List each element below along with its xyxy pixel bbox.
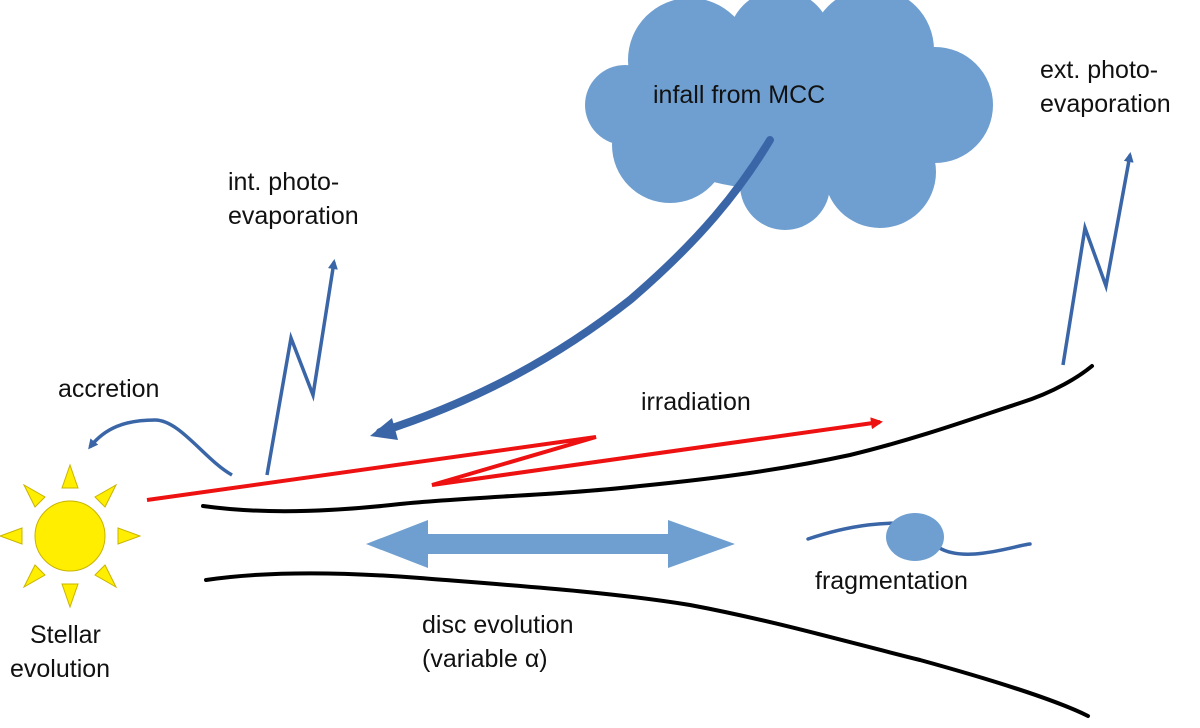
molecular-cloud [585, 0, 993, 230]
sun-icon [0, 463, 142, 609]
fragmentation-label: fragmentation [815, 567, 968, 595]
disc-upper-surface [201, 364, 1094, 514]
ext-photoevaporation-label-line1: ext. photo- [1040, 56, 1158, 84]
disc-evolution-label-line1: disc evolution [422, 611, 573, 639]
int-photoevaporation-label-line2: evaporation [228, 202, 359, 230]
irradiation-arrow [146, 417, 883, 502]
int-photoevaporation-arrow [265, 259, 338, 476]
disc-lower-surface [204, 571, 1090, 718]
infall-label: infall from MCC [653, 81, 825, 109]
fragment-clump [886, 513, 944, 561]
stellar-evolution-label-line2: evolution [10, 655, 110, 683]
irradiation-label: irradiation [641, 388, 751, 416]
ext-photoevaporation-arrow [1061, 152, 1134, 366]
int-photoevaporation-label-line1: int. photo- [228, 168, 339, 196]
ext-photoevaporation-label-line2: evaporation [1040, 90, 1171, 118]
accretion-label: accretion [58, 375, 159, 403]
infall-arrowhead [370, 418, 398, 440]
stellar-evolution-label-line1: Stellar [30, 621, 101, 649]
infall-arrow [376, 136, 774, 436]
disc-evolution-double-arrow [366, 520, 735, 568]
accretion-arrow [88, 418, 233, 477]
disc-evolution-label-line2: (variable α) [422, 645, 548, 673]
